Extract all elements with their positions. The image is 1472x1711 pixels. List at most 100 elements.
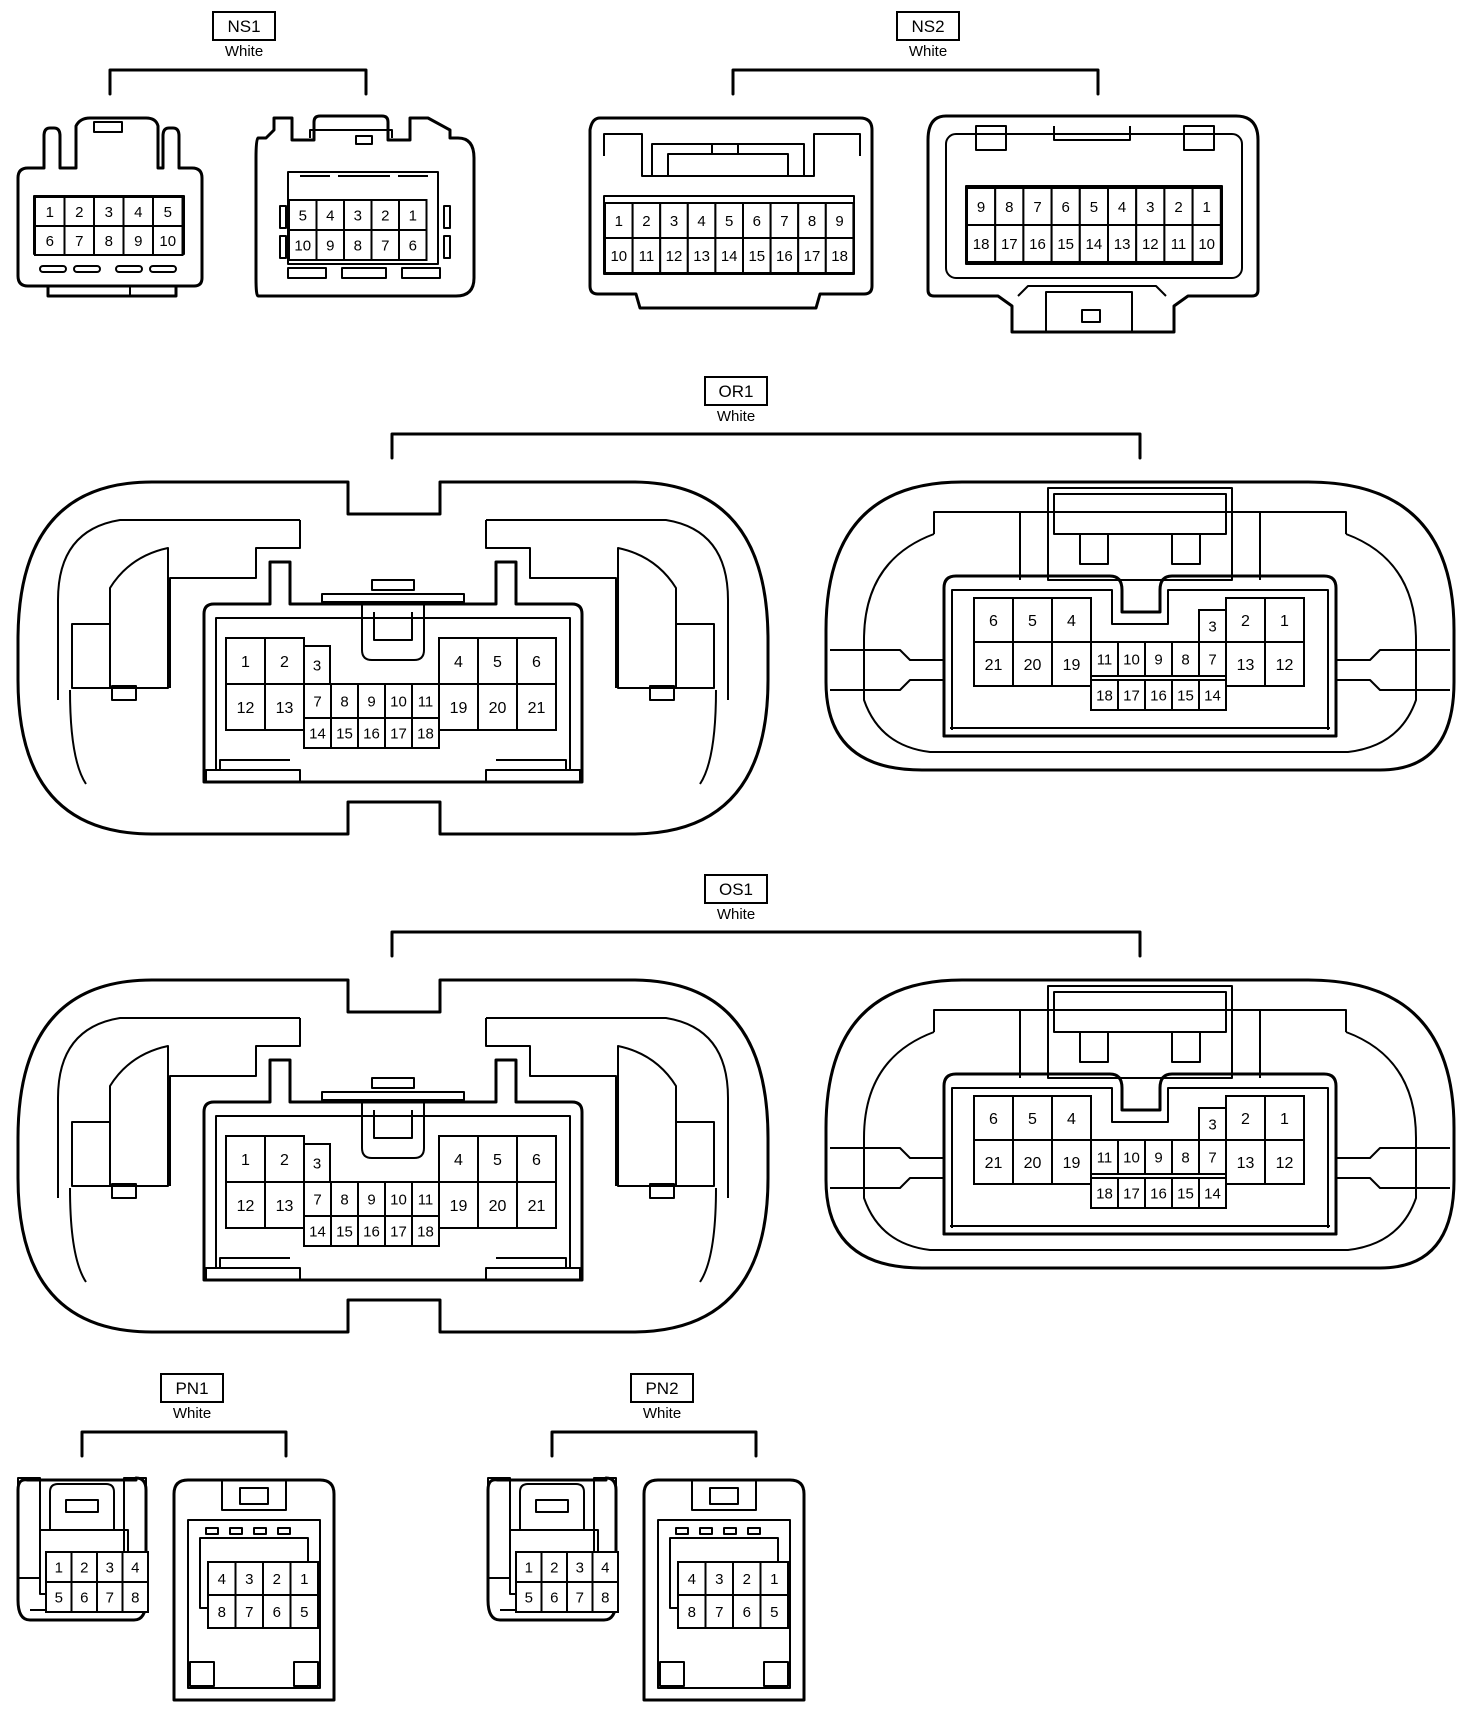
pin-cell: 10 <box>152 225 184 256</box>
pin-number: 4 <box>697 213 705 230</box>
pin-number: 8 <box>1005 199 1013 216</box>
pin-number: 11 <box>639 248 655 265</box>
connector-color: White <box>909 43 947 60</box>
pin-number: 16 <box>1150 687 1167 704</box>
housing-detail <box>675 623 715 689</box>
pin-cell: 8 <box>330 1181 359 1217</box>
pin-cell: 15 <box>1050 224 1081 263</box>
pin-number: 21 <box>528 1198 546 1215</box>
pin-number: 21 <box>985 657 1003 674</box>
pin-cell: 2 <box>1163 187 1194 226</box>
pin-number: 10 <box>294 237 311 254</box>
pin-number: 7 <box>576 1589 584 1606</box>
pin-number: 6 <box>273 1604 281 1621</box>
housing-detail <box>763 1661 789 1687</box>
pin-cell: 3 <box>234 1561 264 1596</box>
pin-number: 7 <box>245 1604 253 1621</box>
connector-name: PN2 <box>645 1379 678 1398</box>
pin-cell: 21 <box>973 641 1014 687</box>
pin-cell: 7 <box>370 229 400 261</box>
pin-cell: 10 <box>604 237 634 274</box>
pin-cell: 16 <box>769 237 800 274</box>
pin-cell: 2 <box>262 1561 292 1596</box>
pin-cell: 3 <box>1135 187 1166 226</box>
pin-cell: 9 <box>122 225 154 256</box>
pin-cell: 21 <box>516 1181 557 1229</box>
pin-cell: 9 <box>357 1181 386 1217</box>
pin-number: 3 <box>105 204 113 221</box>
pin-cell: 17 <box>384 717 413 749</box>
pin-cell: 1 <box>225 1135 266 1183</box>
pin-number: 1 <box>770 1571 778 1588</box>
pin-cell: 7 <box>1198 1139 1227 1175</box>
pin-number: 11 <box>1097 1149 1113 1166</box>
housing-outline <box>169 1018 301 1186</box>
pin-number: 15 <box>336 1223 353 1240</box>
pin-cell: 4 <box>1107 187 1138 226</box>
pin-number: 5 <box>1028 1111 1037 1128</box>
pin-number: 6 <box>1062 199 1070 216</box>
pin-number: 19 <box>1063 1155 1081 1172</box>
pin-cell: 6 <box>70 1581 98 1613</box>
pin-cell: 5 <box>45 1581 73 1613</box>
pin-cell: 17 <box>384 1215 413 1247</box>
pin-cell: 7 <box>63 225 95 256</box>
pin-number: 9 <box>835 213 843 230</box>
pin-number: 12 <box>237 1198 255 1215</box>
pin-number: 11 <box>418 1191 434 1208</box>
pin-cell: 1 <box>289 1561 319 1596</box>
pin-cell: 1 <box>515 1551 543 1583</box>
housing-outline <box>642 1478 806 1702</box>
pin-number: 18 <box>831 248 848 265</box>
housing-detail <box>649 685 675 701</box>
pin-cell: 10 <box>384 683 413 719</box>
pin-cell: 8 <box>797 202 827 239</box>
pin-number: 13 <box>1237 657 1255 674</box>
pin-number: 6 <box>753 213 761 230</box>
pin-number: 4 <box>454 1152 463 1169</box>
pin-number: 17 <box>390 1223 407 1240</box>
pin-cell: 8 <box>677 1594 707 1629</box>
housing-outline <box>169 520 301 688</box>
pin-number: 10 <box>390 1191 407 1208</box>
pin-number: 6 <box>743 1604 751 1621</box>
housing-detail <box>111 1183 137 1199</box>
pin-number: 17 <box>1123 687 1140 704</box>
pin-cell: 4 <box>315 199 345 231</box>
housing-detail <box>487 1477 511 1579</box>
pin-number: 7 <box>313 1191 321 1208</box>
pin-cell: 15 <box>1171 1177 1200 1209</box>
pin-cell: 20 <box>1012 1139 1053 1185</box>
pin-cell: 3 <box>566 1551 594 1583</box>
pin-number: 13 <box>276 700 294 717</box>
connector-name: OS1 <box>719 880 753 899</box>
pin-number: 3 <box>1208 1116 1216 1133</box>
pin-cell: 8 <box>1171 641 1200 677</box>
housing-outline <box>202 560 584 784</box>
pin-cell: 18 <box>1090 1177 1119 1209</box>
pin-number: 8 <box>340 1191 348 1208</box>
housing-outline <box>321 593 465 603</box>
pin-number: 21 <box>528 700 546 717</box>
pin-cell: 6 <box>732 1594 762 1629</box>
pin-number: 10 <box>390 693 407 710</box>
pin-cell: 5 <box>1078 187 1110 226</box>
pin-number: 8 <box>1181 1149 1189 1166</box>
housing-outline <box>361 1100 425 1159</box>
pin-cell: 10 <box>288 229 318 261</box>
housing-detail <box>277 1527 291 1535</box>
pin-number: 3 <box>576 1559 584 1576</box>
pin-cell: 14 <box>714 237 745 274</box>
pin-cell: 18 <box>824 237 855 274</box>
pin-number: 3 <box>670 213 678 230</box>
pin-cell: 19 <box>438 1181 479 1229</box>
pin-cell: 8 <box>330 683 359 719</box>
pin-number: 7 <box>106 1589 114 1606</box>
pin-number: 8 <box>601 1589 609 1606</box>
pin-number: 1 <box>46 204 54 221</box>
pin-number: 4 <box>326 207 334 224</box>
housing-detail <box>691 1479 757 1511</box>
pin-cell: 6 <box>398 229 428 261</box>
pin-cell: 10 <box>384 1181 413 1217</box>
